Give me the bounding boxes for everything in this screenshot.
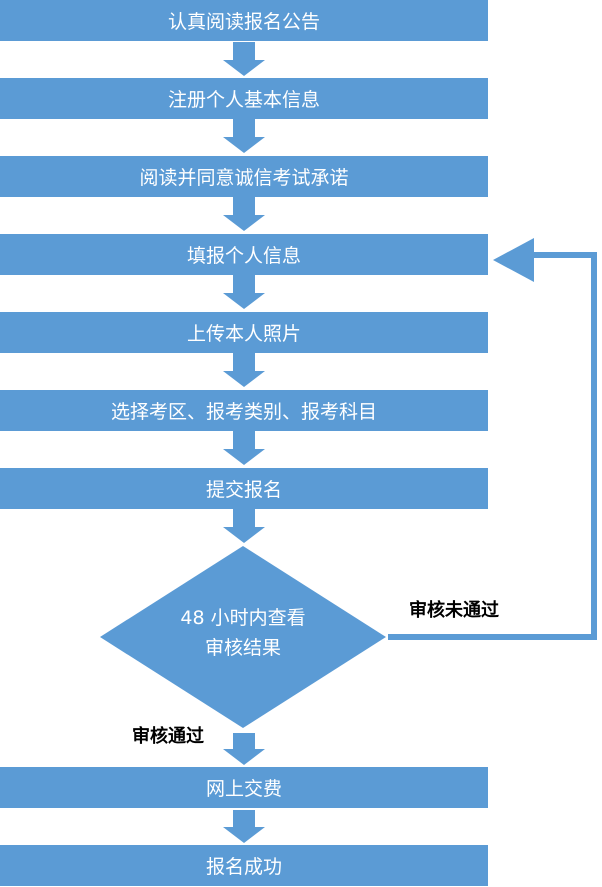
down-arrow xyxy=(223,733,265,765)
decision-line-1: 48 小时内查看 xyxy=(180,607,306,629)
step-accept-pledge: 阅读并同意诚信考试承诺 xyxy=(0,156,488,197)
decision-line-2: 审核结果 xyxy=(204,637,281,659)
edge-label-rejected: 审核未通过 xyxy=(409,600,499,621)
down-arrow xyxy=(223,42,265,76)
down-arrow xyxy=(223,509,265,543)
step-read-announcement: 认真阅读报名公告 xyxy=(0,0,488,41)
step-register-info: 注册个人基本信息 xyxy=(0,78,488,119)
step-label: 注册个人基本信息 xyxy=(167,89,320,111)
step-label: 阅读并同意诚信考试承诺 xyxy=(139,167,349,189)
decision-diamond xyxy=(100,546,386,728)
decision-text: 48 小时内查看 审核结果 xyxy=(143,603,343,663)
down-arrow xyxy=(223,353,265,387)
loop-back-arrowhead xyxy=(493,238,534,282)
down-arrow xyxy=(223,275,265,309)
down-arrow xyxy=(223,431,265,465)
step-label: 选择考区、报考类别、报考科目 xyxy=(110,401,377,423)
step-submit: 提交报名 xyxy=(0,468,488,509)
step-success: 报名成功 xyxy=(0,845,488,886)
step-upload-photo: 上传本人照片 xyxy=(0,312,488,353)
down-arrow xyxy=(223,810,265,843)
loop-back-connector xyxy=(388,252,597,640)
step-label: 网上交费 xyxy=(205,778,282,800)
down-arrow xyxy=(223,197,265,231)
step-pay-online: 网上交费 xyxy=(0,767,488,808)
down-arrow xyxy=(223,119,265,153)
step-fill-info: 填报个人信息 xyxy=(0,234,488,275)
step-select-options: 选择考区、报考类别、报考科目 xyxy=(0,390,488,431)
step-label: 提交报名 xyxy=(205,479,282,501)
step-label: 认真阅读报名公告 xyxy=(167,11,320,33)
step-label: 上传本人照片 xyxy=(186,323,301,345)
step-label: 填报个人信息 xyxy=(186,245,301,267)
step-label: 报名成功 xyxy=(205,856,282,878)
edge-label-approved: 审核通过 xyxy=(132,726,204,747)
